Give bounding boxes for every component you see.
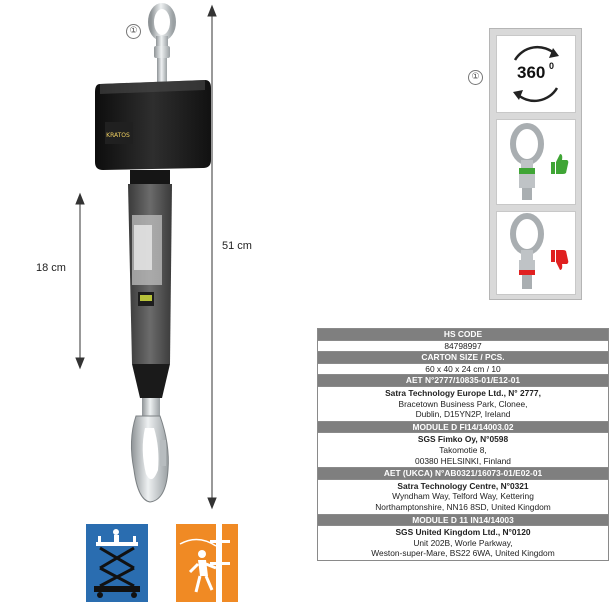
module-d11-address: SGS United Kingdom Ltd., N°0120 Unit 202… [317,525,609,561]
module-d11-address-line: Weston-super-Mare, BS22 6WA, United King… [371,548,555,559]
pole-climbing-pictogram [176,524,238,602]
rotation-degree-unit: 0 [549,61,555,71]
incorrect-use-box [496,211,576,295]
snap-hook [130,398,169,503]
ukca-address-line: Northamptonshire, NN16 8SD, United Kingd… [375,501,551,512]
webbing-length-label: 18 cm [36,262,66,274]
swivel-callout-marker: ① [468,70,483,85]
top-swivel-eye [148,3,176,84]
hs-code-header: HS CODE [317,328,609,341]
product-drawing: ① [0,0,320,520]
webbing-length-dimension [75,192,85,370]
fall-arrester-illustration: KRATOS [75,3,217,510]
pole-climber-icon [179,524,230,602]
rotation-box: 360 0 [496,35,576,113]
module-d-header: MODULE D FI14/14003.02 [317,420,609,434]
housing-logo: KRATOS [106,132,130,139]
aet-address-line: Bracetown Business Park, Clonee, [398,398,528,409]
thumbs-down-icon [551,250,569,270]
aet-address-line: Dublin, D15YN2P, Ireland [415,409,511,420]
ukca-address: Satra Technology Centre, N°0321 Wyndham … [317,478,609,515]
rotation-arrows-icon [513,45,559,103]
ukca-address-line: Wyndham Way, Telford Way, Kettering [392,491,534,502]
module-d-address: SGS Fimko Oy, N°0598 Takomotie 8, 00380 … [317,432,609,469]
overall-length-dimension [207,4,217,510]
correct-use-box [496,119,576,205]
module-d11-address-line: Unit 202B, Worle Parkway, [413,537,513,548]
hs-code-value: 84798997 [317,339,609,353]
carton-size-header: CARTON SIZE / PCS. [317,351,609,364]
scissor-lift-icon [94,529,140,598]
module-d11-header: MODULE D 11 IN14/14003 [317,513,609,527]
ukca-header: AET (UKCA) N°AB0321/16073-01/E02-01 [317,467,609,480]
certification-table: HS CODE 84798997 CARTON SIZE / PCS. 60 x… [317,328,609,561]
ukca-address-line: Satra Technology Centre, N°0321 [397,480,529,491]
overall-length-label: 51 cm [222,240,252,252]
module-d-address-line: Takomotie 8, [439,444,487,455]
module-d-address-line: SGS Fimko Oy, N°0598 [417,434,509,445]
carton-size-value: 60 x 40 x 24 cm / 10 [317,362,609,376]
module-d11-address-line: SGS United Kingdom Ltd., N°0120 [395,527,531,538]
retractable-housing: KRATOS [95,80,211,184]
rotation-value: 360 [517,63,546,82]
scissor-lift-pictogram [86,524,148,602]
aet-address-line: Satra Technology Europe Ltd., N° 2777, [385,387,541,398]
webbing-sleeve [128,184,172,398]
module-d-address-line: 00380 HELSINKI, Finland [415,455,511,466]
callout-marker: ① [126,24,141,39]
incorrect-swivel-image [510,213,544,289]
correct-swivel-image [510,123,544,200]
thumbs-up-icon [551,154,569,174]
swivel-detail-panel: 360 0 [489,28,582,300]
aet-address: Satra Technology Europe Ltd., N° 2777, B… [317,385,609,422]
aet-header: AET N°2777/10835-01/E12-01 [317,374,609,387]
